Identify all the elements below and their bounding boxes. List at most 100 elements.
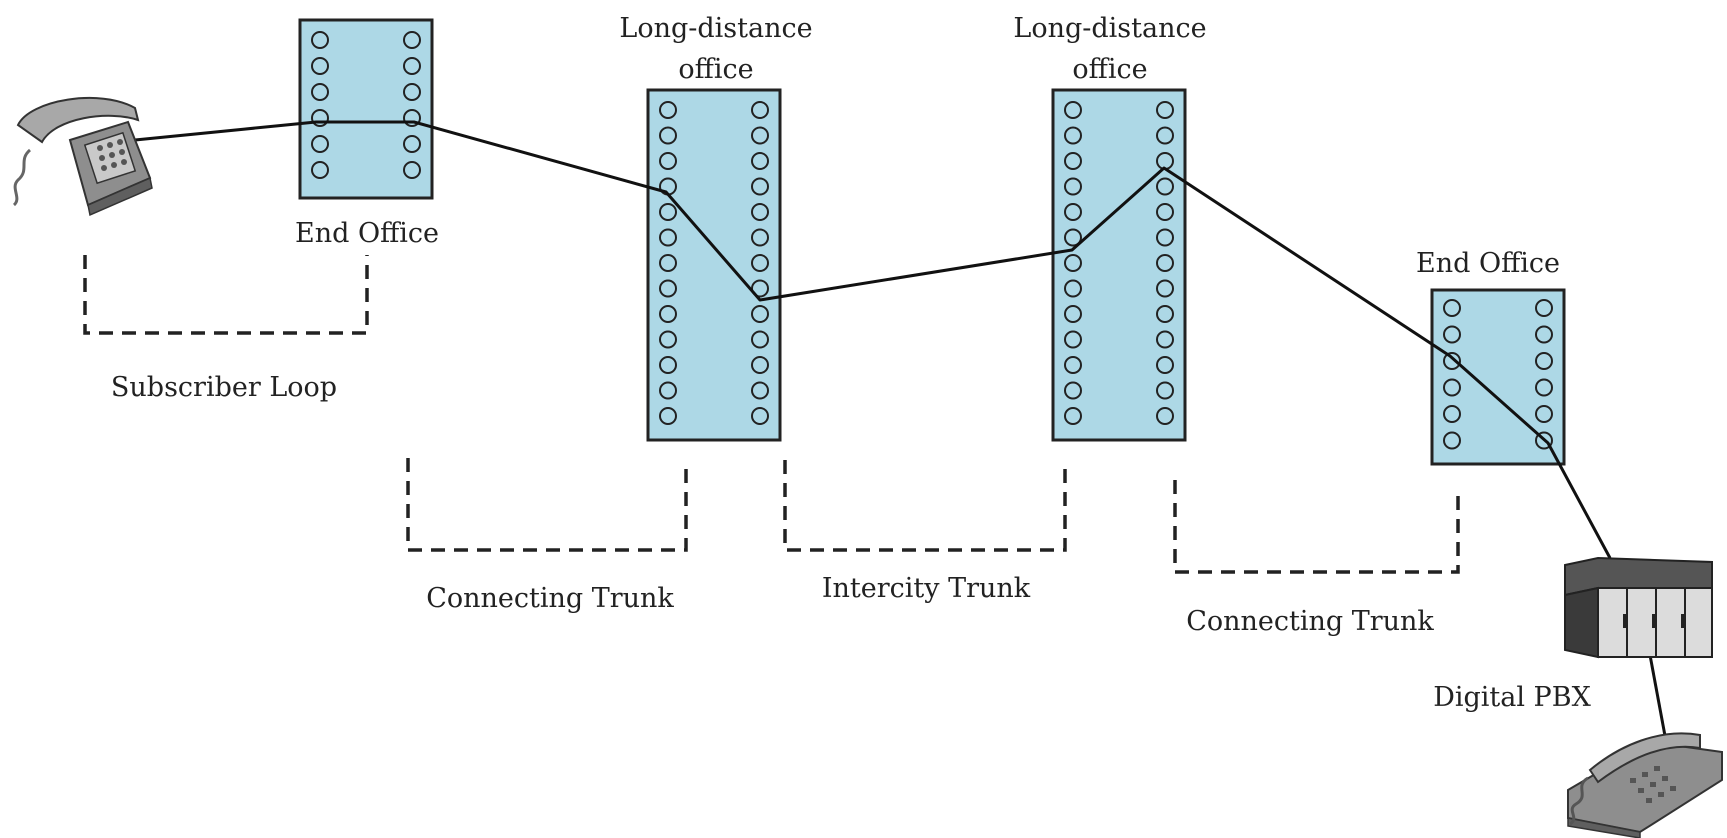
port-circle [751, 177, 769, 196]
long-distance-office-2-label-line1: Long-distance [1013, 13, 1206, 44]
port-circle [659, 407, 677, 425]
long-distance-office-1-label-line1: Long-distance [619, 13, 812, 44]
port-circle [751, 330, 769, 349]
long-distance-office-2-label-line2: office [1072, 54, 1147, 85]
port-circle [1535, 299, 1553, 317]
intercity-trunk-bracket [783, 460, 1067, 552]
long-distance-office-1-label-line2: office [678, 54, 753, 85]
port-circle [1156, 101, 1174, 119]
long-distance-office-2-ports [1064, 101, 1174, 425]
digital-pbx-label: Digital PBX [1433, 682, 1591, 713]
long-distance-office-1 [646, 88, 782, 442]
port-circle [403, 83, 421, 101]
port-circle [1443, 299, 1461, 317]
port-circle [1156, 228, 1174, 247]
port-circle [1064, 254, 1082, 272]
subscriber-loop-label: Subscriber Loop [111, 372, 337, 403]
long-distance-office-2 [1051, 88, 1187, 442]
subscriber-loop-bracket [83, 255, 369, 335]
port-circle [1064, 101, 1082, 119]
port-circle [1156, 254, 1174, 272]
port-circle [751, 356, 769, 374]
port-circle [659, 101, 677, 119]
port-circle [1535, 431, 1553, 450]
port-circle [659, 203, 677, 221]
connecting-trunk-left-label: Connecting Trunk [426, 583, 674, 614]
port-circle [751, 381, 769, 400]
port-circle [1535, 325, 1553, 344]
connecting-trunk-right-bracket [1173, 480, 1460, 574]
port-circle [1156, 126, 1174, 145]
port-circle [659, 152, 677, 170]
long-distance-office-2-box [1051, 88, 1187, 442]
port-circle [311, 161, 329, 179]
end-office-left [298, 18, 434, 200]
port-circle [1064, 228, 1082, 247]
port-circle [751, 305, 769, 323]
port-circle [659, 356, 677, 374]
port-circle [311, 57, 329, 75]
port-circle [1156, 356, 1174, 374]
port-circle [751, 203, 769, 221]
pbx-cabinet-icon [1564, 556, 1713, 659]
port-circle [403, 161, 421, 179]
port-circle [1443, 431, 1461, 450]
port-circle [311, 31, 329, 49]
connecting-trunk-left-bracket [406, 458, 688, 552]
port-circle [659, 126, 677, 145]
port-circle [1064, 407, 1082, 425]
port-circle [1064, 203, 1082, 221]
port-circle [403, 109, 421, 127]
port-circle [1156, 177, 1174, 196]
port-circle [659, 330, 677, 349]
end-office-left-label: End Office [295, 218, 439, 249]
call-route-line [134, 120, 1612, 559]
port-circle [1535, 352, 1553, 370]
port-circle [1535, 405, 1553, 423]
port-circle [1064, 152, 1082, 170]
end-office-right-ports [1443, 299, 1553, 450]
port-circle [751, 407, 769, 425]
port-circle [1064, 279, 1082, 298]
port-circle [403, 57, 421, 75]
port-circle [1064, 330, 1082, 349]
end-office-left-ports [311, 31, 421, 179]
port-circle [1443, 378, 1461, 397]
port-circle [751, 126, 769, 145]
port-circle [751, 101, 769, 119]
end-office-right [1430, 288, 1566, 466]
port-circle [403, 31, 421, 49]
port-circle [311, 109, 329, 127]
port-circle [751, 254, 769, 272]
long-distance-office-1-box [646, 88, 782, 442]
port-circle [1156, 407, 1174, 425]
port-circle [311, 135, 329, 153]
port-circle [1443, 352, 1461, 370]
port-circle [659, 381, 677, 400]
port-circle [1064, 305, 1082, 323]
port-circle [751, 279, 769, 298]
port-circle [751, 152, 769, 170]
port-circle [1156, 381, 1174, 400]
port-circle [1443, 405, 1461, 423]
long-distance-office-1-ports [659, 101, 769, 425]
port-circle [1156, 279, 1174, 298]
connecting-trunk-right-label: Connecting Trunk [1186, 606, 1434, 637]
port-circle [311, 83, 329, 101]
port-circle [659, 279, 677, 298]
port-circle [1156, 203, 1174, 221]
port-circle [751, 228, 769, 247]
port-circle [1064, 381, 1082, 400]
end-office-left-box [298, 18, 434, 200]
port-circle [1443, 325, 1461, 344]
port-circle [1064, 356, 1082, 374]
end-office-right-label: End Office [1416, 248, 1560, 279]
port-circle [659, 228, 677, 247]
port-circle [1064, 177, 1082, 196]
port-circle [1156, 305, 1174, 323]
port-circle [1535, 378, 1553, 397]
port-circle [659, 254, 677, 272]
intercity-trunk-label: Intercity Trunk [822, 573, 1031, 604]
telephone-icon [1567, 732, 1723, 838]
